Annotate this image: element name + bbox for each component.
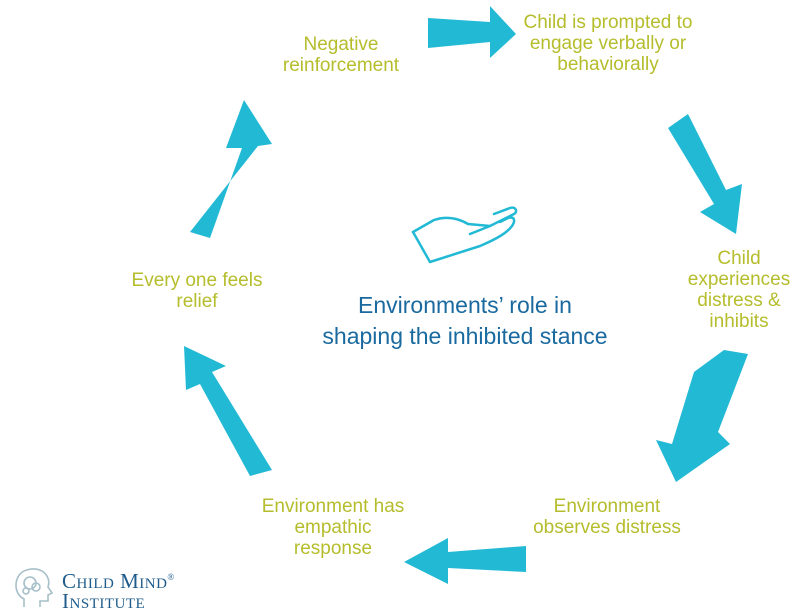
- step-negative-reinforcement: Negative reinforcement: [282, 34, 400, 76]
- arrow-upper-right: [668, 114, 742, 234]
- arrow-lower-left: [184, 346, 272, 476]
- step-child-prompted: Child is prompted to engage verbally or …: [523, 12, 693, 75]
- center-title: Environments’ role in shaping the inhibi…: [322, 292, 608, 349]
- open-hand-icon: [411, 206, 518, 264]
- logo-wordmark: Child Mind® Institute: [62, 567, 175, 613]
- logo-line2: Institute: [62, 589, 146, 613]
- arrow-top: [428, 6, 516, 58]
- step-everyone-relief: Every one feels relief: [131, 270, 263, 312]
- step-environment-empathic: Environment has empathic response: [261, 496, 405, 559]
- child-mind-institute-logo: Child Mind® Institute: [8, 563, 248, 613]
- logo-registered-mark: ®: [167, 572, 175, 582]
- step-environment-observes: Environment observes distress: [533, 496, 681, 538]
- step-child-distress: Child experiences distress & inhibits: [687, 248, 791, 332]
- arrow-bottom: [404, 538, 526, 584]
- arrow-lower-right: [656, 350, 748, 482]
- head-profile-icon: [15, 568, 54, 607]
- logo-line1: Child Mind: [62, 569, 168, 593]
- arrow-upper-left: [190, 100, 272, 238]
